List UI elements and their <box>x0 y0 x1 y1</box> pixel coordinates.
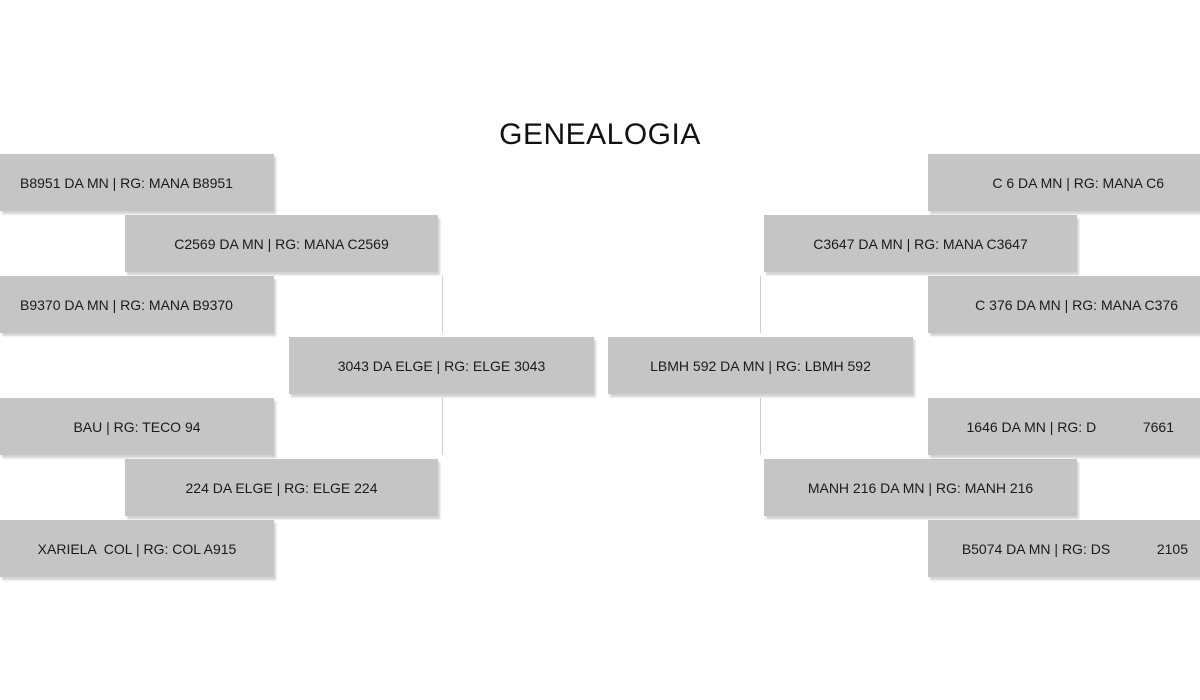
right-connector-upper <box>760 276 761 333</box>
right-great-grandparent-2: C 376 DA MN | RG: MANA C376 <box>928 276 1200 333</box>
left-great-grandparent-3: BAU | RG: TECO 94 <box>0 398 274 455</box>
right-great-grandparent-1: C 6 DA MN | RG: MANA C6 <box>928 154 1200 211</box>
genealogy-title: GENEALOGIA <box>499 118 701 151</box>
mother-box: LBMH 592 DA MN | RG: LBMH 592 <box>608 337 913 394</box>
left-great-grandparent-2: B9370 DA MN | RG: MANA B9370 <box>0 276 274 333</box>
father-box: 3043 DA ELGE | RG: ELGE 3043 <box>289 337 594 394</box>
right-maternal-grandfather: C3647 DA MN | RG: MANA C3647 <box>764 215 1077 272</box>
right-great-grandparent-4: B5074 DA MN | RG: DS 2105 <box>928 520 1200 577</box>
left-paternal-grandfather: C2569 DA MN | RG: MANA C2569 <box>125 215 438 272</box>
left-great-grandparent-4: XARIELA COL | RG: COL A915 <box>0 520 274 577</box>
right-maternal-grandmother: MANH 216 DA MN | RG: MANH 216 <box>764 459 1077 516</box>
left-connector-upper <box>442 276 443 333</box>
right-great-grandparent-3: 1646 DA MN | RG: D 7661 <box>928 398 1200 455</box>
left-paternal-grandmother: 224 DA ELGE | RG: ELGE 224 <box>125 459 438 516</box>
left-great-grandparent-1: B8951 DA MN | RG: MANA B8951 <box>0 154 274 211</box>
left-connector-lower <box>442 398 443 455</box>
right-connector-lower <box>760 398 761 455</box>
